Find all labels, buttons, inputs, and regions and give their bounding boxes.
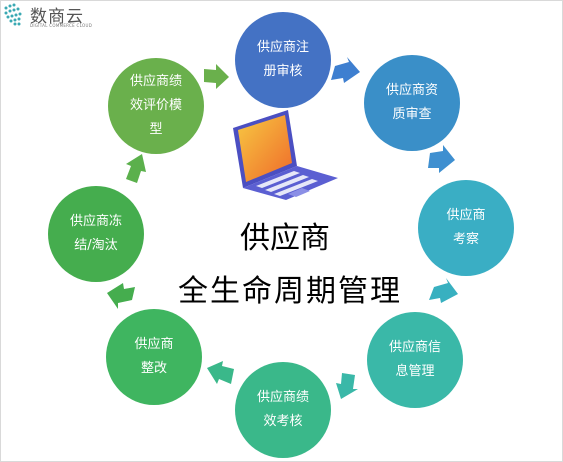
center-title: 供应商 xyxy=(240,221,330,256)
logo-subtitle: DIGITAL COMMERCE CLOUD xyxy=(30,23,93,28)
stage-label: 息管理 xyxy=(395,364,435,379)
stage-label: 供应商冻 xyxy=(69,214,122,229)
arrow-icon xyxy=(107,283,135,309)
stage-label: 整改 xyxy=(140,361,167,376)
stage-qualification-review: 供应商资 质审查 xyxy=(364,55,460,151)
stage-label: 效考核 xyxy=(263,414,303,429)
stage-label: 供应商资 xyxy=(385,83,438,98)
stage-label: 册审核 xyxy=(263,64,303,79)
arrow-icon xyxy=(429,278,458,303)
stage-label: 结/淘汰 xyxy=(74,238,118,253)
logo-name: 数商云 xyxy=(30,7,84,27)
laptop-icon xyxy=(233,110,338,200)
stage-label: 供应商信 xyxy=(388,340,441,355)
arrow-icon xyxy=(207,361,234,384)
arrow-icon xyxy=(336,373,358,399)
stage-label: 供应商 xyxy=(446,208,486,223)
stage-registration-review: 供应商注 册审核 xyxy=(235,12,331,108)
stage-inspection: 供应商 考察 xyxy=(418,180,514,276)
arrow-icon xyxy=(428,145,455,173)
stage-information-management: 供应商信 息管理 xyxy=(367,312,463,408)
arrow-icon xyxy=(126,154,146,183)
stage-performance-assessment: 供应商绩 效考核 xyxy=(235,362,331,458)
arrow-icon xyxy=(204,64,229,89)
stage-label: 效评价模 xyxy=(129,98,182,113)
stage-label: 型 xyxy=(149,122,163,137)
center-subtitle: 全生命周期管理 xyxy=(178,274,402,309)
stage-label: 供应商绩 xyxy=(129,74,182,89)
stage-label: 供应商注 xyxy=(256,40,309,55)
stage-freeze-elimination: 供应商冻 结/淘汰 xyxy=(48,186,144,282)
brand-logo: 数商云 DIGITAL COMMERCE CLOUD xyxy=(2,2,102,32)
stage-label: 质审查 xyxy=(392,107,432,122)
stage-label: 供应商 xyxy=(134,337,174,352)
stage-label: 考察 xyxy=(452,232,479,247)
logo-mark-icon xyxy=(4,3,22,26)
arrow-icon xyxy=(331,57,360,83)
stage-rectification: 供应商 整改 xyxy=(106,309,202,405)
stage-performance-model: 供应商绩 效评价模 型 xyxy=(108,58,204,154)
stage-label: 供应商绩 xyxy=(256,390,309,405)
